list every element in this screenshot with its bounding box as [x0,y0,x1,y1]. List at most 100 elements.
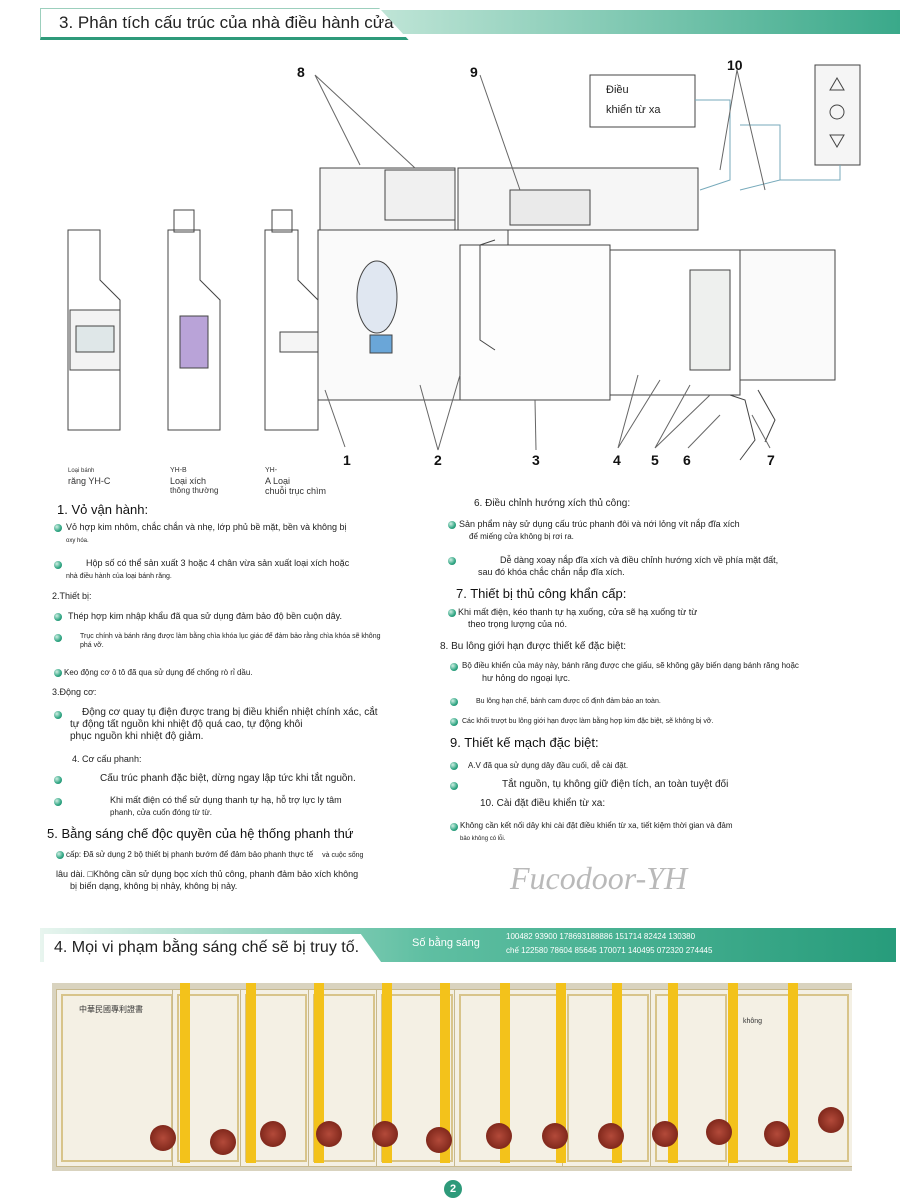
bullet-icon [54,669,62,677]
bullet-icon [450,663,458,671]
feature-4-title: 4. Cơ cấu phanh: [72,754,142,764]
feature-8-b: Bu lông hạn chế, bánh cam được cố định đ… [476,698,661,705]
feature-1-a: Vỏ hợp kim nhôm, chắc chắn và nhẹ, lớp p… [66,522,347,544]
feature-1-b: Hộp số có thể sản xuất 3 hoặc 4 chân vừa… [86,558,350,568]
bullet-icon [450,718,458,726]
callout-10: 10 [727,57,743,73]
wax-seal [372,1121,398,1147]
bullet-icon [448,609,456,617]
feature-2-b: Trục chính và bánh răng được làm bằng ch… [80,633,381,649]
feature-2-c: Keo động cơ ô tô đã qua sử dụng để chống… [64,668,253,677]
ribbon [500,983,510,1163]
bullet-icon [54,613,62,621]
ribbon [180,983,190,1163]
bullet-icon [448,557,456,565]
feature-2-a: Thép hợp kim nhập khẩu đã qua sử dụng đả… [68,611,342,621]
feature-9-title: 9. Thiết kế mạch đặc biệt: [450,735,599,750]
callout-8: 8 [297,64,305,80]
feature-2-title: 2.Thiết bị: [52,591,92,601]
bullet-icon [450,698,458,706]
feature-4-b: Khi mất điện có thể sử dụng thanh tự hạ,… [110,795,342,817]
ribbon [728,983,738,1163]
wax-seal [260,1121,286,1147]
bullet-icon [54,561,62,569]
ribbon [440,983,450,1163]
remote-receiver-box [589,74,696,128]
wax-seal [316,1121,342,1147]
feature-8-title: 8. Bu lông giới hạn được thiết kế đặc bi… [440,641,627,652]
certificate-heading: 中華民國專利證書 [79,1005,143,1014]
callout-9: 9 [470,64,478,80]
feature-10-a: Không cần kết nối dây khi cài đặt điều k… [460,821,733,842]
wax-seal [764,1121,790,1147]
callout-6: 6 [683,452,691,468]
ribbon [382,983,392,1163]
feature-9-b: Tắt nguồn, tụ không giữ điện tích, an to… [502,779,729,790]
remote-control-drawing [814,64,861,166]
feature-7-title: 7. Thiết bị thủ công khẩn cấp: [456,586,627,601]
bullet-icon [54,634,62,642]
patent-certificates-photo: 中華民國專利證書 không [52,983,852,1171]
ribbon [246,983,256,1163]
variant-yh-c-caption: Loại bánh răng YH-C [68,468,111,486]
wax-seal [210,1129,236,1155]
section-3-title: 3. Phân tích cấu trúc của nhà điều hành … [40,8,409,40]
bullet-icon [54,776,62,784]
feature-8-a: Bộ điều khiển của máy này, bánh răng đượ… [462,661,799,683]
wax-seal [542,1123,568,1149]
bullet-icon [54,524,62,532]
bullet-icon [54,798,62,806]
feature-6-a: Sản phẩm này sử dụng cấu trúc phanh đôi … [459,519,740,541]
bullet-icon [56,851,64,859]
operator-structure-diagram [67,64,861,461]
bullet-icon [450,782,458,790]
feature-3-title: 3.Động cơ: [52,687,97,697]
callout-3: 3 [532,452,540,468]
variant-yh-a-drawing [264,209,321,431]
feature-5-a: cấp: Đã sử dụng 2 bộ thiết bị phanh bướm… [66,850,364,859]
variant-yh-b-caption: YH-B Loại xích thông thường [170,467,219,495]
callout-4: 4 [613,452,621,468]
ribbon [668,983,678,1163]
patent-numbers: 100482 93900 178693188886 151714 82424 1… [506,932,713,955]
bullet-icon [448,521,456,529]
brand-watermark: Fucodoor-YH [510,860,688,896]
operator-body-drawing [317,167,836,461]
wax-seal [652,1121,678,1147]
section-4-title: 4. Mọi vi phạm bằng sáng chế sẽ bị truy … [44,934,382,962]
feature-6-b: Dễ dàng xoay nắp đĩa xích và điều chỉnh … [478,555,779,577]
feature-9-a: A.V đã qua sử dụng dây đầu cuối, dễ cài … [468,761,629,770]
variant-yh-c-drawing [67,229,121,431]
wax-seal [486,1123,512,1149]
feature-6-title: 6. Điều chỉnh hướng xích thủ công: [474,498,631,509]
certificate-note: không [743,1018,763,1025]
page-number: 2 [444,1180,462,1198]
feature-5-title: 5. Bằng sáng chế độc quyền của hệ thống … [47,826,354,841]
feature-3-a: Động cơ quay tụ điện được trang bị điều … [70,707,378,742]
callout-2: 2 [434,452,442,468]
remote-control-label: Điều khiển từ xa [606,84,661,116]
bullet-icon [450,762,458,770]
feature-10-title: 10. Cài đặt điều khiển từ xa: [480,798,606,809]
variant-yh-a-caption: YH- A Loại chuỗi trục chìm [265,467,327,496]
patent-label: Số bằng sáng [412,937,480,949]
feature-1-b2: nhà điều hành của loại bánh răng. [66,573,172,580]
ribbon [314,983,324,1163]
wax-seal [706,1119,732,1145]
ribbon [612,983,622,1163]
callout-5: 5 [651,452,659,468]
feature-5-b: lâu dài. □Không cần sử dụng bọc xích thủ… [56,869,359,891]
variant-yh-b-drawing [167,209,221,431]
callout-1: 1 [343,452,351,468]
callout-7: 7 [767,452,775,468]
bullet-icon [54,711,62,719]
wax-seal [598,1123,624,1149]
feature-1-title: 1. Vỏ vận hành: [57,502,149,517]
wax-seal [426,1127,452,1153]
bullet-icon [450,823,458,831]
ribbon [556,983,566,1163]
feature-7-a: Khi mất điện, kéo thanh tự hạ xuống, cửa… [458,607,698,629]
ribbon [788,983,798,1163]
feature-8-c: Các khối trượt bu lông giới hạn được làm… [462,718,714,725]
wax-seal [818,1107,844,1133]
